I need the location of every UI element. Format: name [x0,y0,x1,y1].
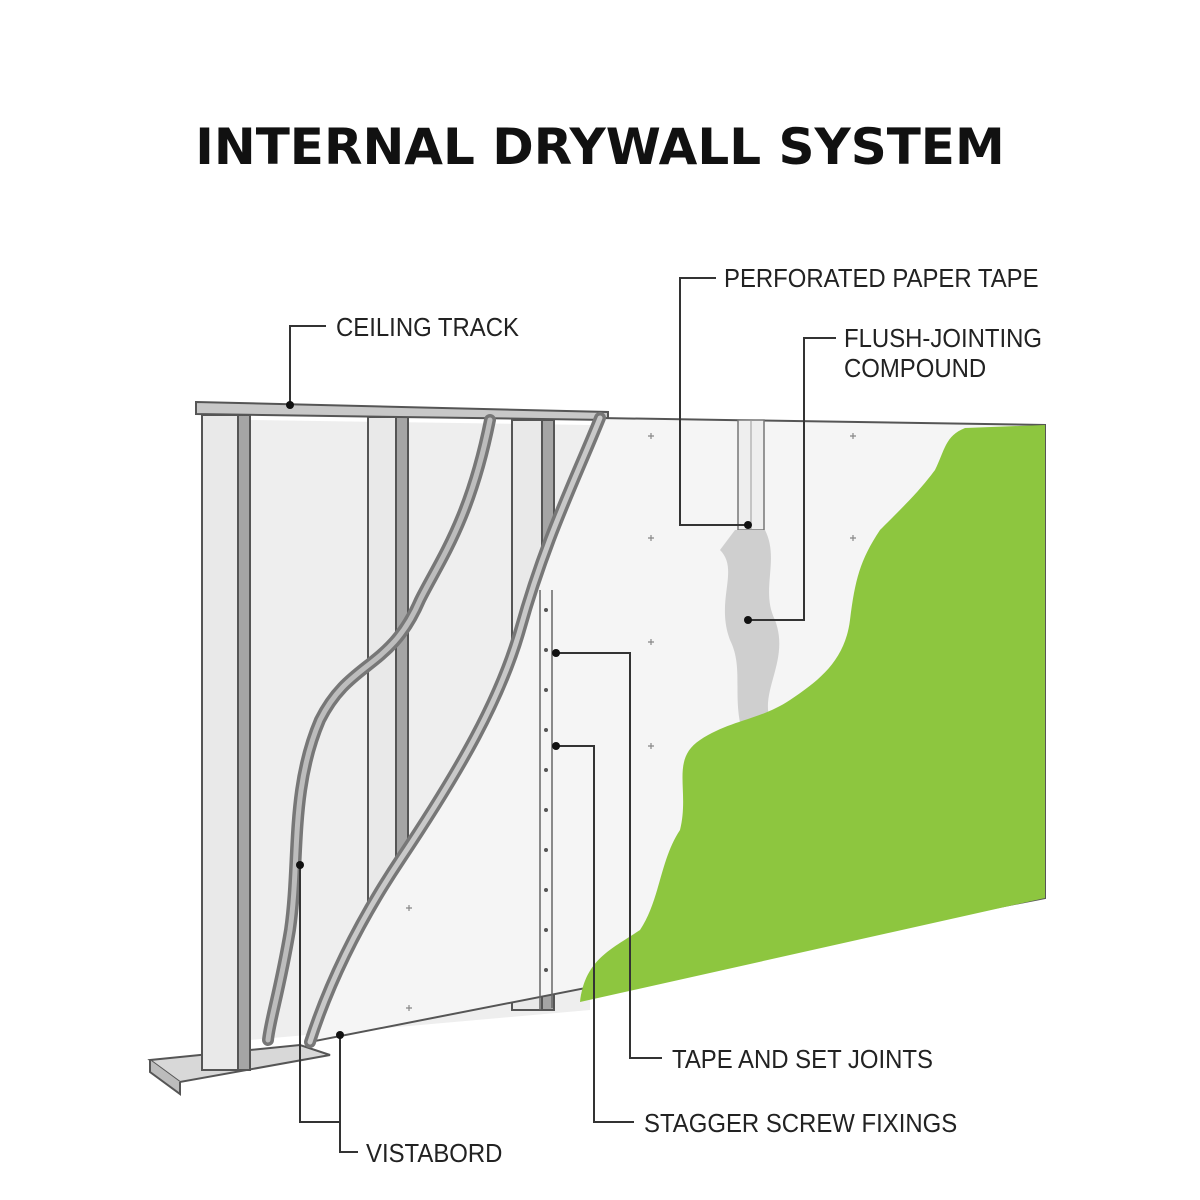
label-vistabord: VISTABORD [366,1138,503,1168]
perforated-paper-tape-strip [737,419,765,531]
green-paint-finish [580,425,1045,1002]
label-flush-jointing-compound: FLUSH-JOINTING COMPOUND [844,323,1043,383]
ceiling-track [195,400,609,422]
joint-screws [544,608,548,972]
label-tape-and-set-joints: TAPE AND SET JOINTS [672,1044,933,1074]
diagram-title: INTERNAL DRYWALL SYSTEM [195,118,1005,176]
label-perforated-paper-tape: PERFORATED PAPER TAPE [724,263,1039,293]
label-stagger-screw-fixings: STAGGER SCREW FIXINGS [644,1108,958,1138]
tape-and-set-joint [539,590,553,1010]
label-ceiling-track: CEILING TRACK [336,312,519,342]
jointing-compound [720,530,780,740]
leader-lines [289,277,836,1153]
leader-dots [286,401,752,1039]
screw-marks [406,433,856,1011]
